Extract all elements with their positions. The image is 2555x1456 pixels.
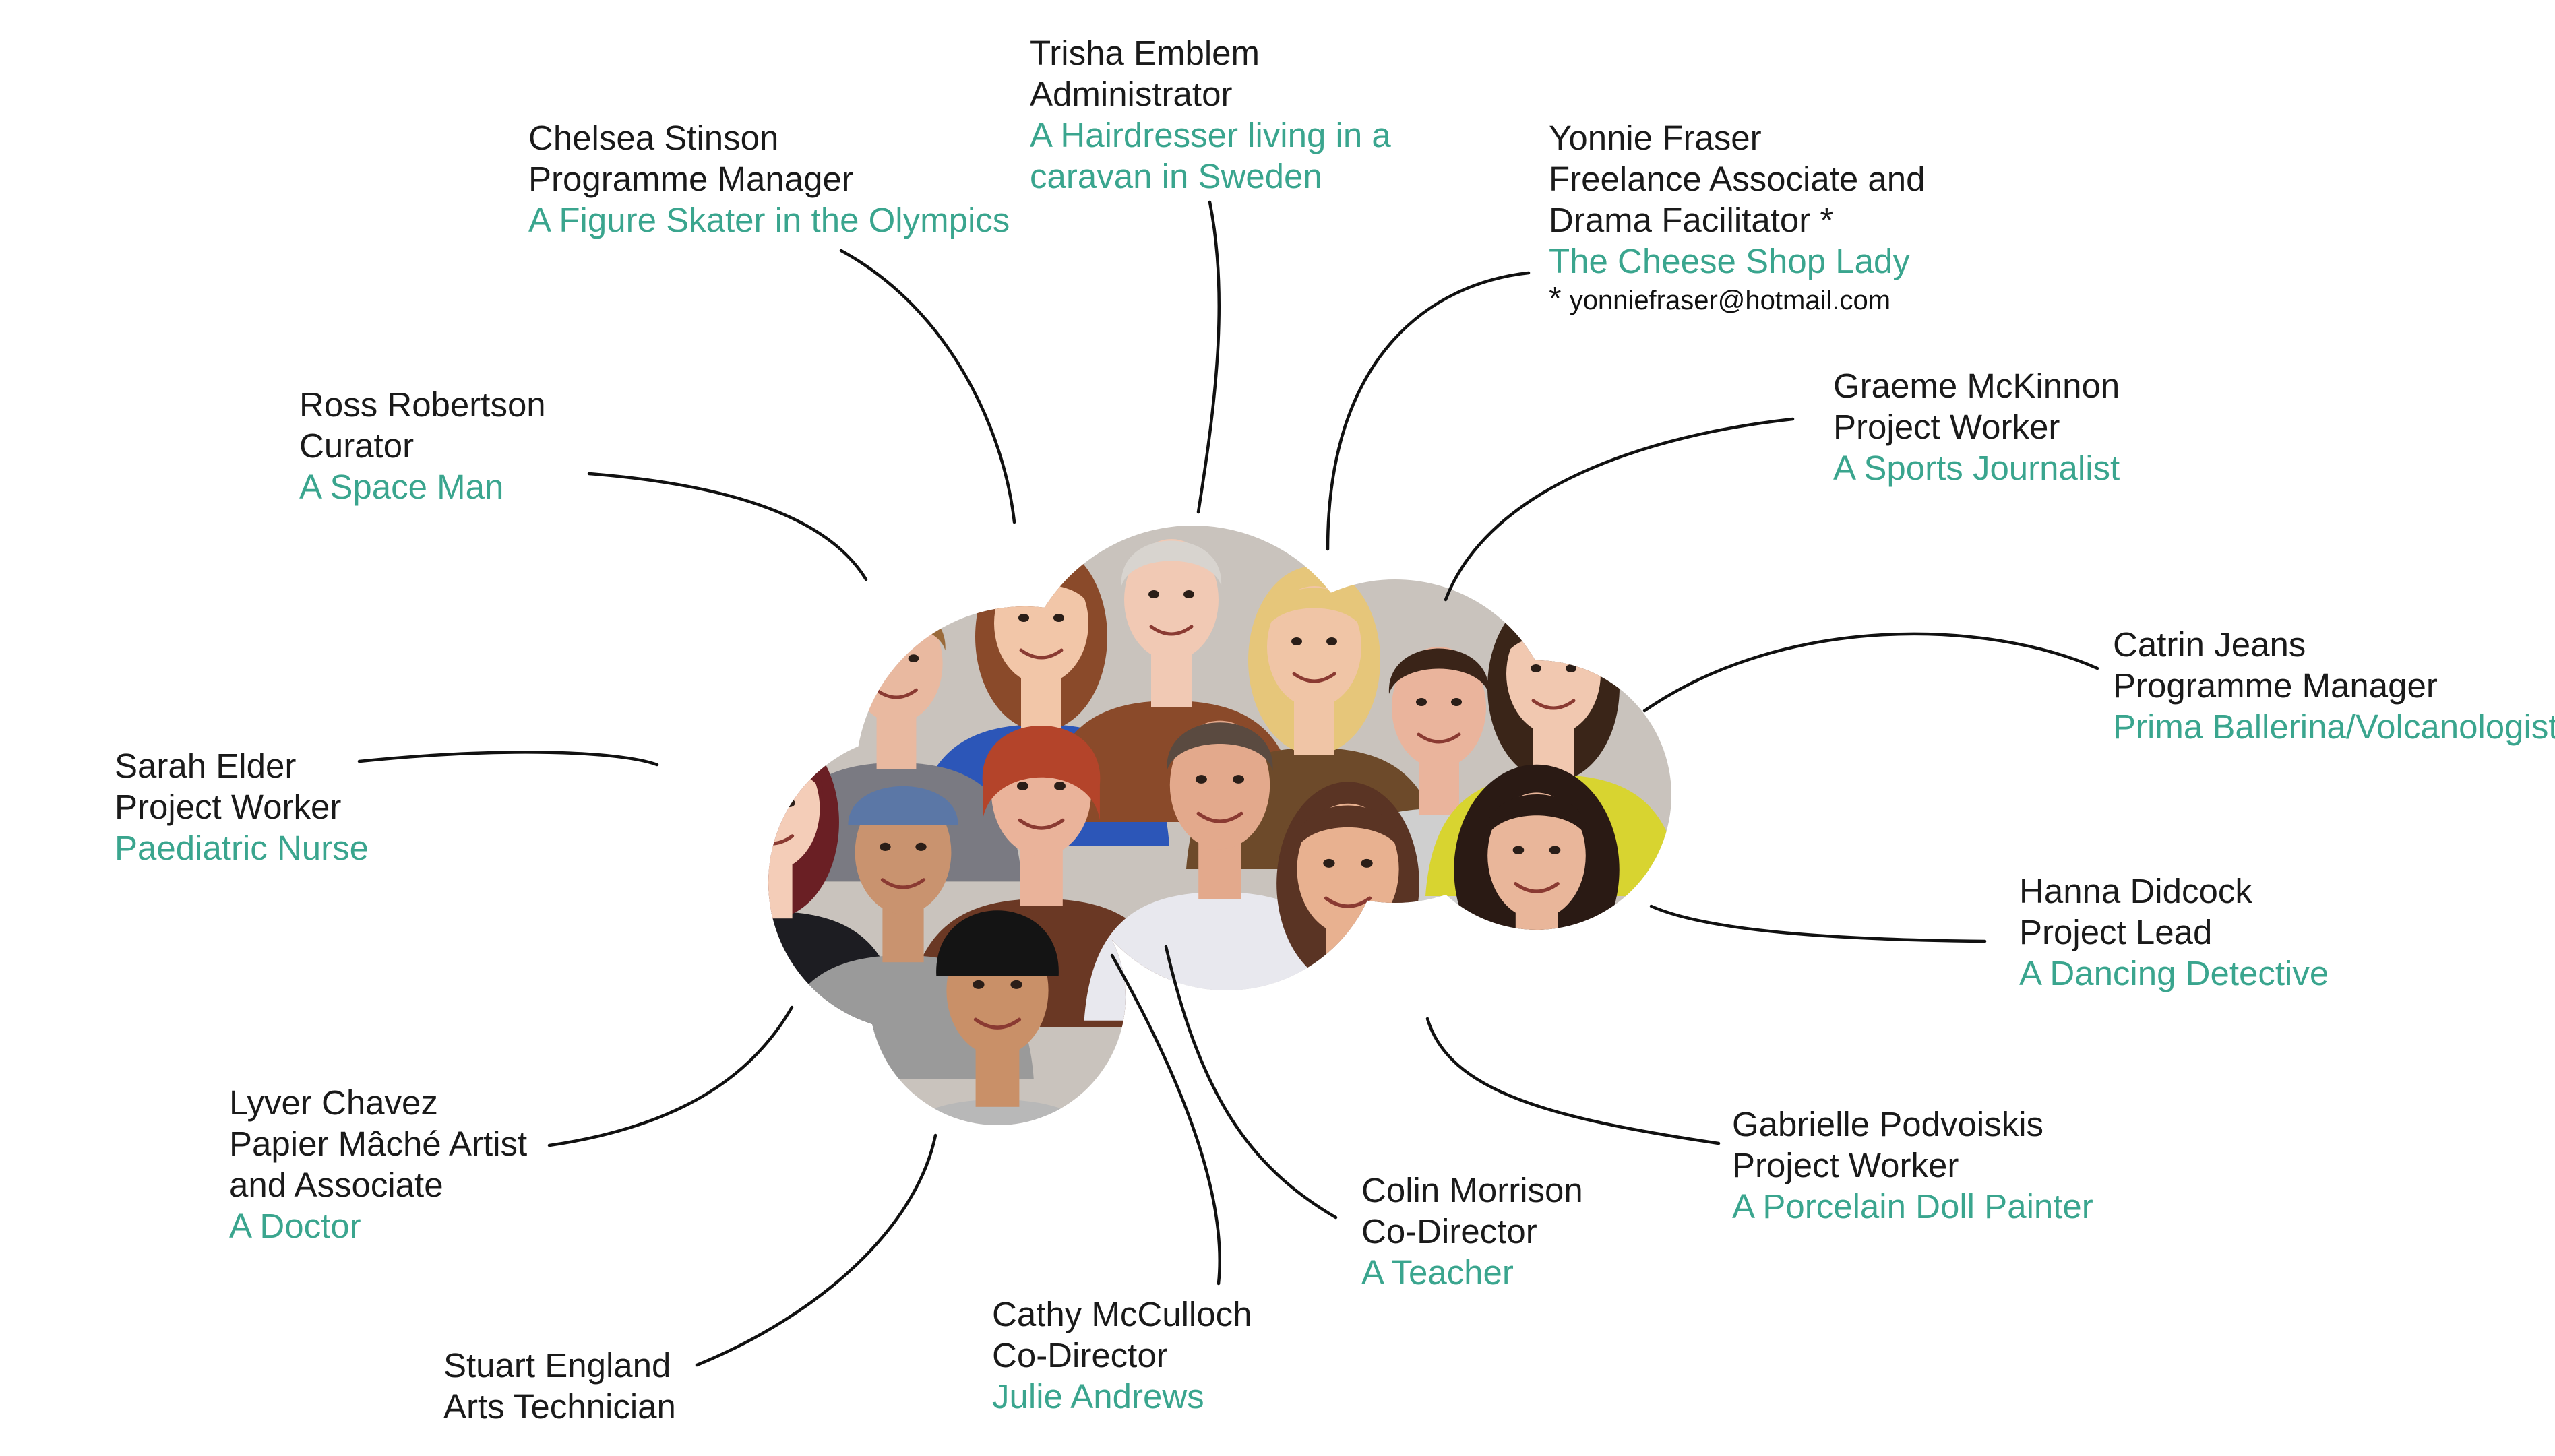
connector-ross-robertson: [587, 472, 868, 581]
email-text[interactable]: yonniefraser@hotmail.com: [1569, 286, 1891, 315]
person-fun-role: A Porcelain Doll Painter: [1732, 1187, 2093, 1226]
person-role-line: Papier Mâché Artist: [229, 1125, 528, 1163]
person-name: Ross Robertson: [299, 385, 546, 424]
person-role: Programme Manager: [528, 160, 853, 198]
person-contact-note: *yonniefraser@hotmail.com: [1549, 282, 1926, 318]
person-role-line: Freelance Associate and: [1549, 160, 1926, 198]
person-role: Co-Director: [1361, 1212, 1537, 1251]
connector-chelsea-stinson: [839, 249, 1016, 524]
person-fun-role: The Cheese Shop Lady: [1549, 242, 1910, 280]
person-name: Stuart England: [443, 1346, 671, 1385]
person-role: Project Lead: [2019, 913, 2213, 951]
person-fun-role: Prima Ballerina/Volcanologist: [2113, 707, 2555, 746]
connector-catrin-jeans: [1642, 632, 2099, 713]
person-name: Sarah Elder: [115, 747, 297, 785]
person-name: Colin Morrison: [1361, 1171, 1583, 1209]
connector-stuart-england: [695, 1133, 937, 1367]
connector-graeme-mckinnon: [1444, 417, 1795, 602]
person-name: Catrin Jeans: [2113, 625, 2306, 664]
person-role-line: and Associate: [229, 1166, 443, 1204]
portrait-stuart-england: [859, 910, 1136, 1125]
connector-yonnie-fraser: [1326, 271, 1531, 551]
person-role-line: Drama Facilitator *: [1549, 201, 1834, 239]
connector-gabrielle-podvoiskis: [1425, 1017, 1721, 1145]
person-fun-role: A Dancing Detective: [2019, 954, 2329, 992]
person-fun-role: A Doctor: [229, 1207, 361, 1245]
person-name: Lyver Chavez: [229, 1083, 438, 1122]
person-role: Project Worker: [1833, 408, 2060, 446]
person-role: Programme Manager: [2113, 666, 2438, 705]
connector-colin-morrison: [1164, 945, 1338, 1220]
person-fun-role: A Figure Skater in the Olympics: [528, 201, 1010, 239]
person-fun-role: A Sports Journalist: [1833, 449, 2120, 487]
person-name: Gabrielle Podvoiskis: [1732, 1105, 2044, 1143]
person-role: Project Worker: [1732, 1146, 1959, 1184]
person-fun-role: A Hairdresser living in a: [1030, 116, 1391, 154]
person-fun-role: Paediatric Nurse: [115, 829, 369, 867]
person-fun-role: A Space Man: [299, 468, 504, 506]
person-fun-role: caravan in Sweden: [1030, 157, 1322, 195]
person-name: Chelsea Stinson: [528, 119, 779, 157]
person-name: Hanna Didcock: [2019, 872, 2252, 910]
person-name: Graeme McKinnon: [1833, 367, 2120, 405]
asterisk-marker: *: [1549, 281, 1562, 317]
person-name: Trisha Emblem: [1030, 34, 1260, 72]
connector-cathy-mcculloch: [1110, 953, 1221, 1286]
connector-lines: [357, 200, 2099, 1367]
person-fun-role: Julie Andrews: [992, 1377, 1204, 1416]
person-role: Curator: [299, 426, 414, 465]
connector-hanna-didcock: [1649, 904, 1987, 943]
person-role: Project Worker: [115, 788, 342, 826]
person-name: Yonnie Fraser: [1549, 119, 1762, 157]
person-fun-role: A Teacher: [1361, 1253, 1514, 1292]
person-role: Administrator: [1030, 75, 1233, 113]
connector-trisha-emblem: [1196, 200, 1221, 514]
connector-sarah-elder: [357, 751, 659, 767]
person-role: Co-Director: [992, 1336, 1168, 1374]
person-name: Cathy McCulloch: [992, 1295, 1252, 1333]
connector-lyver-chavez: [547, 1005, 794, 1147]
person-role: Arts Technician: [443, 1387, 676, 1426]
